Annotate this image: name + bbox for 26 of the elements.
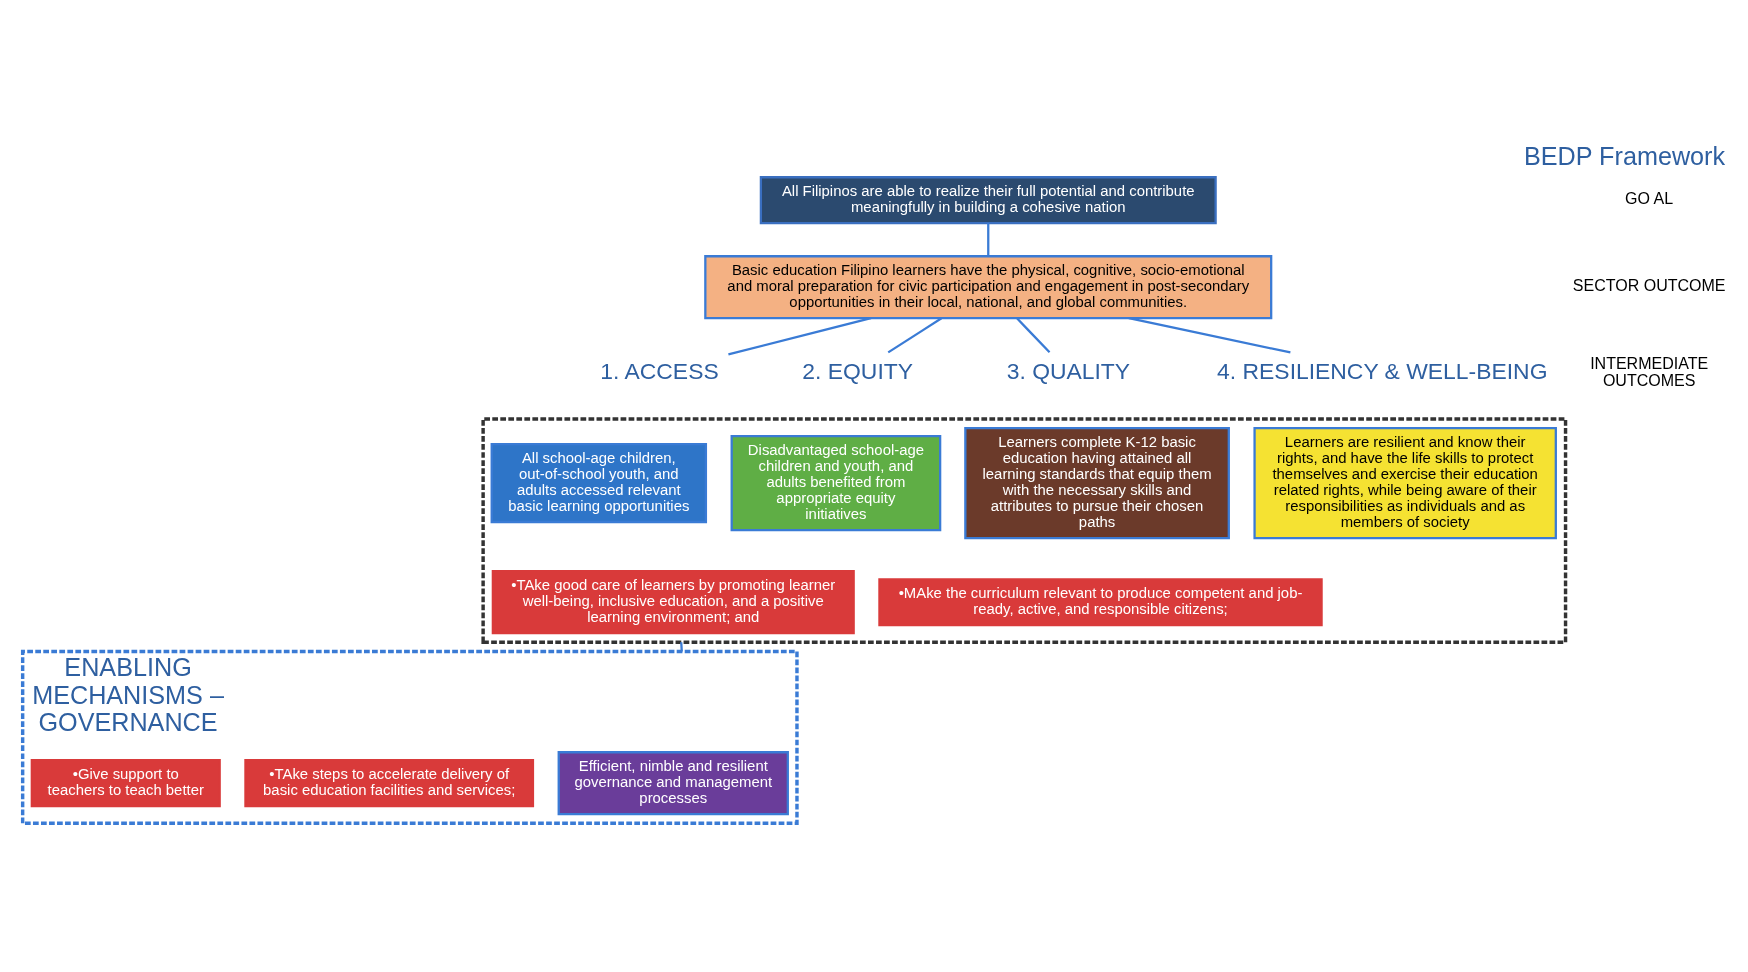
node-box: •TAke good care of learners by promoting learner well-being, inclusive education, and a positive learning environment; and	[491, 569, 855, 634]
node-box: Basic education Filipino learners have the physical, cognitive, socio-emotional and moral preparation for civic participation and engagement in post-secondary opportunities in their local, national, and global communities.	[704, 254, 1273, 319]
node-text: 2. EQUITY	[802, 357, 914, 384]
node-box: All Filipinos are able to realize their full potential and contribute meaningfully in building a cohesive nation	[759, 175, 1217, 224]
connector	[987, 222, 990, 256]
node-box: All school-age children, out-of-school youth, and adults accessed relevant basic learning opportunities	[490, 442, 708, 523]
connector	[728, 316, 872, 356]
node-box: Learners complete K-12 basic education having attained all learning standards that equip them with the necessary skills and attributes to pursue their chosen paths	[964, 426, 1230, 539]
cluster	[481, 416, 1568, 644]
connector	[1128, 316, 1291, 354]
node-box: •TAke steps to accelerate delivery of basic education facilities and services;	[244, 758, 535, 807]
connector	[680, 641, 683, 651]
label: SECTOR OUTCOME	[1572, 275, 1726, 294]
node-box: Learners are resilient and know their rights, and have the life skills to protect themselves and exercise their education related rights, while being aware of their responsibilities as individuals and as members of society	[1253, 426, 1557, 539]
node-box: •MAke the curriculum relevant to produce competent and job-ready, active, and responsible citizens;	[878, 577, 1323, 626]
node-text: 1. ACCESS	[600, 357, 719, 384]
connector	[1016, 317, 1051, 353]
node-text: 4. RESILIENCY & WELL-BEING	[1217, 357, 1548, 384]
connector	[887, 316, 943, 353]
node-box: Disadvantaged school-age children and youth, and adults benefited from appropriate equity initiatives	[730, 434, 942, 531]
node-box: •Give support to teachers to teach better	[30, 758, 221, 807]
diagram-title: BEDP Framework	[1523, 141, 1726, 170]
label: GO AL	[1625, 188, 1674, 207]
node-box: Efficient, nimble and resilient governance and management processes	[557, 750, 789, 815]
label: INTERMEDIATE OUTCOMES	[1590, 353, 1709, 389]
node-text: 3. QUALITY	[1006, 357, 1131, 384]
